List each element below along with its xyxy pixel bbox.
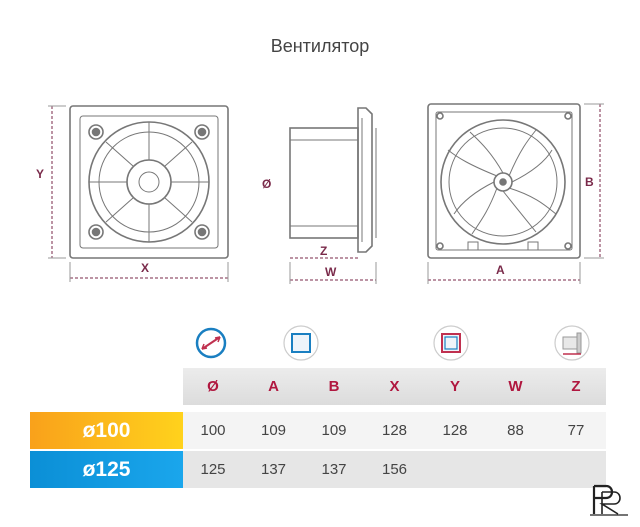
table-cell: 109 bbox=[260, 422, 287, 439]
dimension-y-label: Y bbox=[36, 167, 44, 181]
table-cell: 109 bbox=[321, 422, 347, 439]
table-cell: 128 bbox=[442, 422, 468, 439]
dimension-w-label: W bbox=[325, 265, 337, 279]
brand-logo-icon bbox=[590, 484, 628, 516]
table-cell bbox=[425, 451, 485, 488]
dimension-x-label: X bbox=[141, 261, 149, 275]
table-cell: 128 bbox=[381, 422, 408, 439]
dimension-a-label: A bbox=[496, 263, 505, 277]
header-cell: W bbox=[508, 378, 523, 395]
header-cell: Ø bbox=[207, 378, 219, 395]
header-cell: B bbox=[328, 378, 340, 395]
diameter-icon bbox=[195, 327, 227, 359]
dimension-a bbox=[427, 262, 581, 284]
header-cell: X bbox=[389, 378, 400, 395]
model-label: ø100 bbox=[30, 412, 183, 449]
dimension-z-label: Z bbox=[320, 244, 327, 258]
dimension-x bbox=[69, 262, 229, 282]
model-label: ø125 bbox=[30, 451, 183, 488]
table-cell: 100 bbox=[200, 422, 226, 439]
dimension-y bbox=[48, 105, 66, 259]
header-cell: Z bbox=[571, 378, 581, 395]
square-framed-icon bbox=[433, 325, 469, 361]
table-cell: 77 bbox=[567, 422, 585, 439]
table-row: ø125 125 137 137 156 bbox=[0, 451, 640, 488]
front-view-drawing bbox=[69, 105, 229, 259]
dimensions-table: Ø A B X Y W Z ø100 100 109 109 128 128 8… bbox=[0, 368, 640, 518]
dimension-b-label: B bbox=[585, 175, 594, 189]
technical-drawings: Y X Ø Z W bbox=[36, 103, 604, 284]
table-cell: 156 bbox=[381, 461, 408, 478]
header-cell: A bbox=[268, 378, 279, 395]
table-cell: 137 bbox=[260, 461, 287, 478]
side-view-drawing bbox=[289, 107, 377, 253]
square-icon bbox=[283, 325, 319, 361]
side-profile-icon bbox=[554, 325, 590, 361]
dimension-b bbox=[584, 103, 604, 259]
table-row: ø100 100 109 109 128 128 88 77 bbox=[0, 412, 640, 449]
page-title: Вентилятор bbox=[270, 36, 370, 56]
dimension-diameter-label: Ø bbox=[262, 177, 271, 191]
back-view-drawing bbox=[427, 103, 581, 259]
dimension-w bbox=[289, 262, 377, 284]
table-cell: 125 bbox=[200, 461, 226, 478]
table-cell bbox=[485, 451, 546, 488]
header-cell: Y bbox=[449, 378, 460, 395]
table-cell: 88 bbox=[507, 422, 524, 439]
table-cell: 137 bbox=[321, 461, 347, 478]
table-header-row: Ø A B X Y W Z bbox=[0, 368, 640, 405]
